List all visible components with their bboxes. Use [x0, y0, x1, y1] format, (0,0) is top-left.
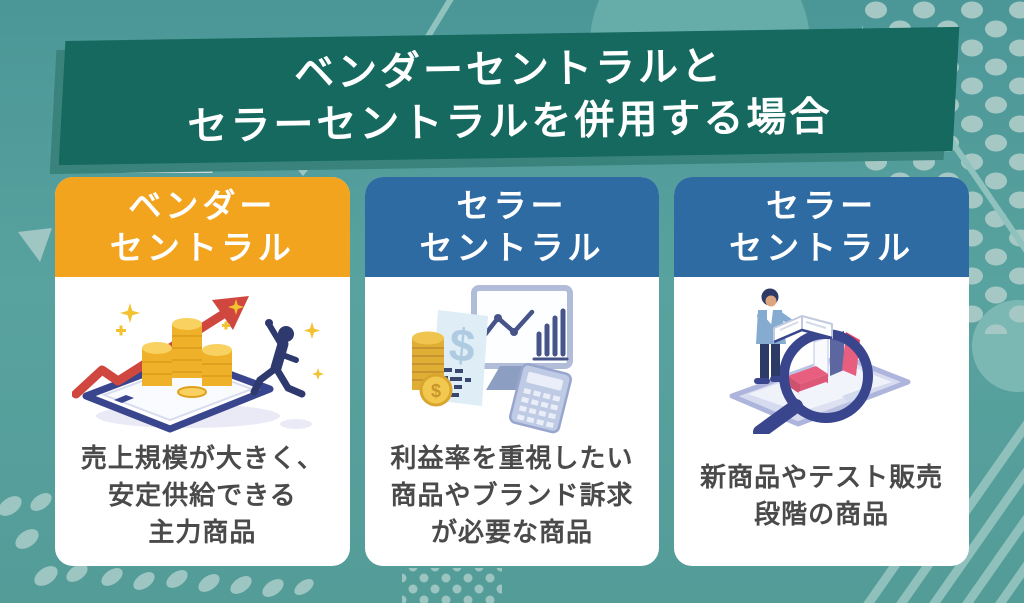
card-header-line: セラー — [766, 186, 878, 224]
card-header-line: ベンダー — [128, 186, 277, 224]
scatter-ovals-bottom-left — [0, 493, 314, 597]
open-book-icon — [772, 315, 833, 344]
caption-line: が必要な商品 — [431, 516, 594, 547]
card-header-line: セントラル — [109, 229, 295, 266]
caption-line: 新商品やテスト販売 — [700, 461, 944, 492]
coin-stack-icon: $ — [412, 331, 453, 407]
coins-icon — [142, 318, 233, 398]
profit-analysis-illustration: $ — [365, 281, 660, 437]
card-seller-central-profit: セラー セントラル — [364, 177, 660, 566]
caption-line: 段階の商品 — [754, 498, 890, 529]
page-title: ベンダーセントラルと セラーセントラルを併用する場合 — [186, 39, 833, 153]
card-header-line: セラー — [456, 186, 568, 224]
cards-row: ベンダー セントラル — [55, 177, 970, 566]
card-header-seller-central-1: セラー セントラル — [364, 177, 660, 277]
bar-chart-icon — [536, 308, 566, 357]
diagonal-line-right — [945, 133, 1024, 253]
card-header-line: セントラル — [419, 229, 605, 266]
sparkle-icons — [116, 299, 325, 380]
runner-icon — [250, 319, 306, 398]
card-header-seller-central-2: セラー セントラル — [674, 177, 970, 277]
card-vendor-central: ベンダー セントラル — [55, 177, 350, 566]
dot-grid-bottom-center — [402, 568, 502, 603]
card-seller-central-test: セラー セントラル — [674, 177, 970, 566]
title-line-2: セラーセントラルを併用する場合 — [186, 94, 833, 150]
caption-line: 売上規模が大きく、 — [80, 443, 324, 474]
sales-growth-illustration — [55, 281, 350, 437]
line-chart-icon — [481, 309, 535, 339]
card-header-vendor-central: ベンダー セントラル — [55, 177, 350, 277]
calculator-icon — [508, 363, 572, 434]
card-caption-vendor-central: 売上規模が大きく、 安定供給できる 主力商品 — [55, 437, 350, 566]
left-edge-triangle — [18, 228, 52, 262]
caption-line: 利益率を重視したい — [390, 443, 634, 474]
card-caption-seller-central-1: 利益率を重視したい 商品やブランド訴求 が必要な商品 — [365, 437, 660, 566]
reader-person-icon — [753, 288, 833, 384]
title-banner: ベンダーセントラルと セラーセントラルを併用する場合 — [58, 26, 960, 166]
svg-text:$: $ — [447, 318, 477, 372]
card-header-line: セントラル — [729, 229, 915, 266]
caption-line: 安定供給できる — [108, 480, 297, 511]
caption-line: 主力商品 — [148, 516, 257, 547]
ground-shadow-small — [280, 419, 313, 429]
svg-text:$: $ — [431, 381, 441, 401]
card-caption-seller-central-2: 新商品やテスト販売 段階の商品 — [674, 437, 969, 566]
product-search-illustration — [674, 281, 969, 437]
caption-line: 商品やブランド訴求 — [390, 480, 634, 511]
